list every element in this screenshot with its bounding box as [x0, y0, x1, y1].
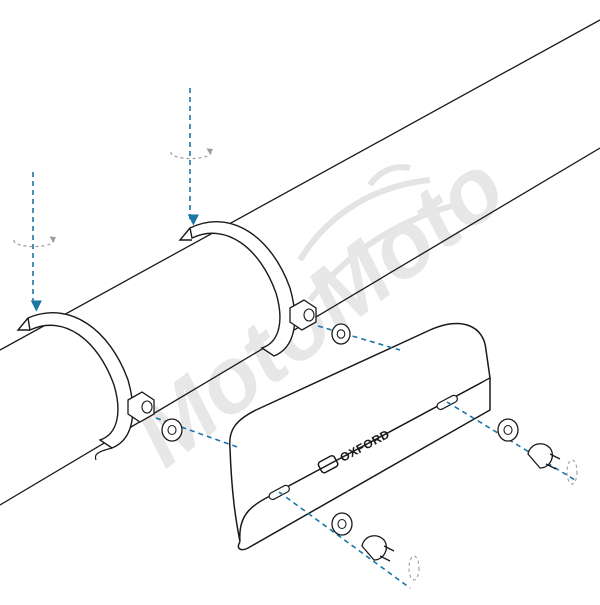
install-guide-left: [155, 417, 411, 589]
bolt: [527, 443, 561, 470]
rotate-arrow-icon: [408, 555, 420, 581]
clamp-ring-left: [16, 312, 155, 461]
rotate-arrow-icon: [13, 236, 57, 248]
heat-shield: OXFORD: [228, 322, 491, 551]
rotate-arrow-icon: [566, 459, 578, 485]
bolt: [361, 535, 395, 562]
clamp-left-nut: [127, 391, 155, 423]
oxford-logo-mark: [317, 455, 339, 474]
insert-guide-left: [13, 172, 57, 312]
washer: [161, 418, 183, 442]
rotate-arrow-icon: [170, 148, 214, 160]
washer: [497, 418, 519, 442]
insert-guide-right: [170, 88, 214, 226]
washer: [331, 323, 351, 345]
clamp-ring-right: [178, 221, 317, 357]
watermark-bird-logo: [297, 164, 456, 302]
washer: [331, 512, 353, 536]
clamp-right-nut: [289, 299, 317, 331]
